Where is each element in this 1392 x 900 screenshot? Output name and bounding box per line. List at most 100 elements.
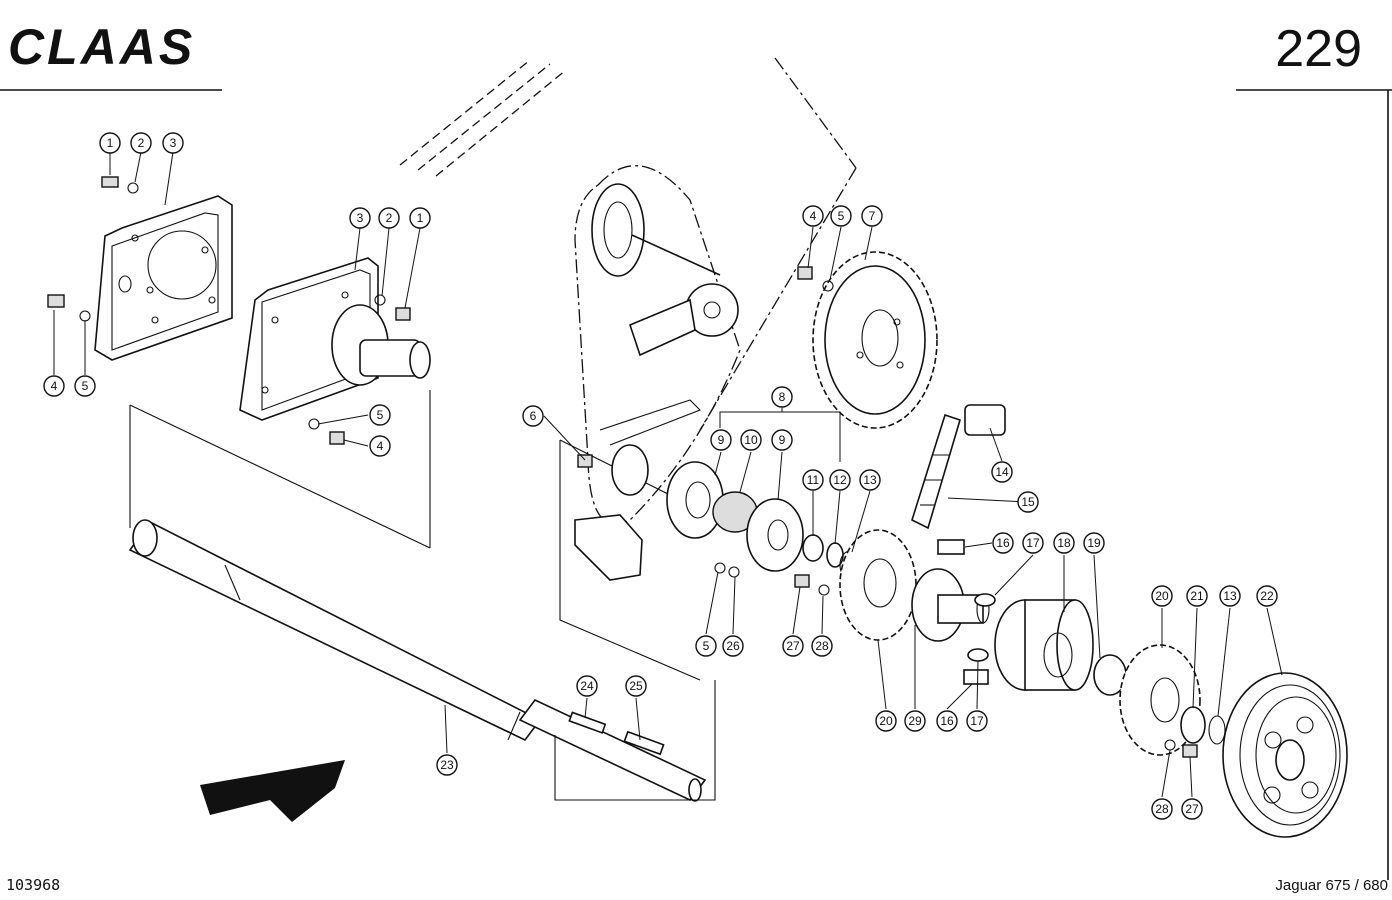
svg-text:16: 16: [940, 714, 954, 728]
direction-arrow: [200, 760, 345, 822]
svg-text:13: 13: [1223, 589, 1237, 603]
callout-11: 11: [802, 469, 824, 491]
callout-3: 3: [162, 132, 184, 154]
callout-8: 8: [771, 386, 793, 408]
callout-13: 13: [859, 469, 881, 491]
chain-drive-loop: [574, 165, 741, 525]
svg-text:24: 24: [580, 679, 594, 693]
pin-17-top: [974, 593, 996, 607]
callout-2: 2: [130, 132, 152, 154]
svg-text:12: 12: [833, 473, 847, 487]
callout-16: 16: [992, 532, 1014, 554]
callout-group: 1 2 3 3 2 1 4 5 4 5 6 7 8 9 10 9 11 12 1…: [43, 132, 1278, 820]
callout-12: 12: [829, 469, 851, 491]
svg-text:18: 18: [1057, 536, 1071, 550]
tensioner-plate: [559, 399, 701, 681]
svg-text:25: 25: [629, 679, 643, 693]
key-24: [568, 711, 607, 734]
svg-text:1: 1: [417, 211, 424, 225]
callout-6: 6: [522, 405, 544, 427]
svg-text:4: 4: [810, 209, 817, 223]
svg-text:27: 27: [786, 639, 800, 653]
svg-text:14: 14: [995, 465, 1009, 479]
model-label: Jaguar 675 / 680: [1275, 877, 1388, 894]
svg-text:3: 3: [357, 211, 364, 225]
svg-text:3: 3: [170, 136, 177, 150]
callout-4: 4: [369, 435, 391, 457]
svg-text:13: 13: [863, 473, 877, 487]
svg-text:29: 29: [908, 714, 922, 728]
svg-text:17: 17: [1026, 536, 1040, 550]
svg-text:4: 4: [377, 439, 384, 453]
callout-9: 9: [771, 429, 793, 451]
leader-lines: [53, 151, 1283, 798]
callout-1: 1: [99, 132, 121, 154]
mounting-bracket-right: [239, 257, 431, 421]
v-belt-pulley-22: [1222, 672, 1348, 838]
callout-15: 15: [1017, 491, 1039, 513]
callout-9: 9: [710, 429, 732, 451]
svg-text:2: 2: [138, 136, 145, 150]
svg-text:28: 28: [1155, 802, 1169, 816]
callout-5: 5: [369, 404, 391, 426]
svg-text:26: 26: [726, 639, 740, 653]
callout-1: 1: [409, 207, 431, 229]
svg-text:8: 8: [779, 390, 786, 404]
callout-27: 27: [782, 635, 804, 657]
svg-text:20: 20: [1155, 589, 1169, 603]
callout-4: 4: [802, 205, 824, 227]
callout-4: 4: [43, 375, 65, 397]
callout-5: 5: [695, 635, 717, 657]
sprocket-20-right: [1119, 644, 1201, 756]
roller-chain-15: [911, 404, 1006, 530]
svg-text:5: 5: [377, 408, 384, 422]
callout-10: 10: [740, 429, 762, 451]
pin-17-bottom: [967, 648, 989, 662]
svg-text:6: 6: [530, 409, 537, 423]
callout-24: 24: [576, 675, 598, 697]
svg-text:1: 1: [107, 136, 114, 150]
callout-17: 17: [966, 710, 988, 732]
callout-25: 25: [625, 675, 647, 697]
callout-26: 26: [722, 635, 744, 657]
svg-text:9: 9: [779, 433, 786, 447]
callout-2: 2: [378, 207, 400, 229]
drawing-number: 103968: [6, 876, 60, 894]
svg-text:16: 16: [996, 536, 1010, 550]
svg-text:20: 20: [879, 714, 893, 728]
svg-text:4: 4: [51, 379, 58, 393]
callout-28: 28: [1151, 798, 1173, 820]
svg-text:2: 2: [386, 211, 393, 225]
svg-text:28: 28: [815, 639, 829, 653]
large-sprocket-7: [812, 251, 938, 429]
page-number: 229: [1275, 20, 1362, 78]
fasteners: [47, 176, 1198, 758]
svg-text:5: 5: [82, 379, 89, 393]
mounting-bracket-left: [94, 195, 233, 361]
retaining-ring-13-right: [1208, 715, 1226, 745]
bearing-stack: [666, 461, 804, 572]
svg-text:15: 15: [1021, 495, 1035, 509]
callout-3: 3: [349, 207, 371, 229]
svg-text:5: 5: [838, 209, 845, 223]
drive-shaft: [128, 439, 721, 802]
washer-21: [1180, 706, 1206, 744]
callout-19: 19: [1083, 532, 1105, 554]
key-25: [623, 730, 665, 756]
callout-23: 23: [436, 754, 458, 776]
callout-5: 5: [74, 375, 96, 397]
svg-text:10: 10: [744, 433, 758, 447]
callout-20: 20: [1151, 585, 1173, 607]
sprocket-hub-assembly: [839, 529, 990, 642]
callout-21: 21: [1186, 585, 1208, 607]
callout-14: 14: [991, 461, 1013, 483]
spacer-11: [802, 534, 824, 562]
svg-text:9: 9: [718, 433, 725, 447]
callout-22: 22: [1256, 585, 1278, 607]
svg-text:5: 5: [703, 639, 710, 653]
callout-27: 27: [1181, 798, 1203, 820]
svg-text:7: 7: [869, 209, 876, 223]
guide-lines-top: [399, 57, 857, 431]
